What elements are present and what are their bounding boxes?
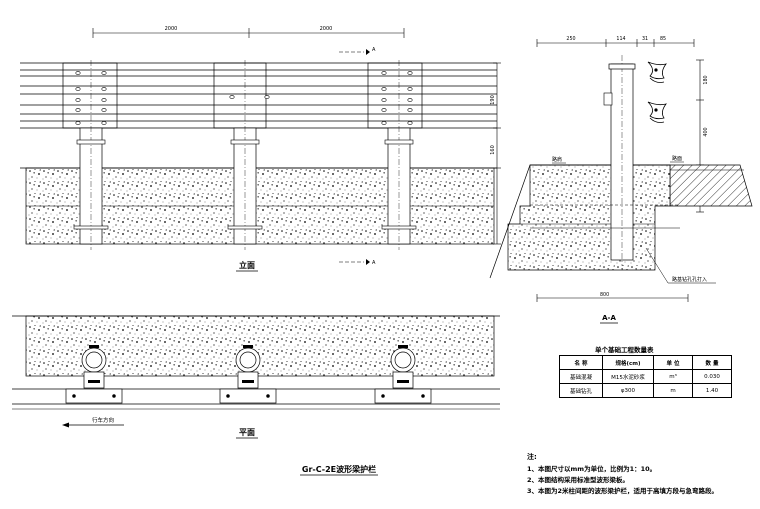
- section-dim-bottom: [536, 294, 689, 302]
- elevation-dim-top: [92, 28, 405, 38]
- plan-post-group-2: [219, 347, 277, 404]
- table-cell: φ300: [602, 383, 654, 398]
- guardrail-beam: [20, 62, 497, 129]
- post-centerlines: [90, 60, 400, 250]
- plan-title: 平面: [239, 428, 255, 437]
- section-dim-right-upper: 180: [703, 75, 709, 84]
- section-view: 250 114 31 85 180 400 1000: [489, 36, 753, 324]
- section-dim-1: 250: [566, 36, 575, 42]
- table-row: 基础混凝 M15水泥砂浆 m³ 0.030: [559, 369, 732, 384]
- table-cell: M15水泥砂浆: [602, 369, 654, 384]
- col-spec: 规格(cm): [602, 355, 654, 370]
- section-embankment: [669, 164, 753, 207]
- col-unit: 单 位: [653, 355, 693, 370]
- quantity-table: 名 称 规格(cm) 单 位 数 量 基础混凝 M15水泥砂浆 m³ 0.030…: [559, 355, 732, 398]
- quantity-table-title: 单个基础工程数量表: [595, 346, 654, 354]
- plan-view: 行车方向 平面: [12, 315, 500, 439]
- dim-span-right: 2000: [320, 26, 333, 32]
- section-dim-bottom-value: 800: [600, 292, 609, 298]
- table-row: 基础钻孔 φ300 m 1.40: [559, 383, 732, 398]
- svg-text:A: A: [372, 47, 376, 53]
- dim-span-left: 2000: [165, 26, 178, 32]
- section-slope-line: [489, 164, 531, 279]
- dim-rail: 190: [490, 95, 496, 105]
- section-mark-bottom: A: [339, 259, 376, 266]
- plan-post-group-3: [374, 347, 432, 404]
- section-foundation-concrete: [507, 164, 671, 271]
- section-dim-top: [536, 39, 695, 47]
- section-beam-profile: [647, 61, 667, 123]
- label-shoulder: 路肩: [552, 156, 562, 163]
- note-item: 1、本图尺寸以mm为单位，比例为1：10。: [527, 465, 657, 473]
- label-pile: 路基钻孔孔打入: [672, 276, 707, 283]
- plan-post-caps: [88, 345, 409, 383]
- note-item: 2、本图结构采用标准型波形梁板。: [527, 476, 630, 484]
- table-cell: m³: [653, 369, 693, 384]
- section-dim-right-mid: 400: [703, 127, 709, 136]
- section-title: A-A: [602, 314, 616, 322]
- main-title: Gr-C-2E波形梁护栏: [302, 464, 376, 474]
- table-cell: 基础钻孔: [559, 383, 603, 398]
- section-mark-top: A: [339, 47, 376, 55]
- quantity-table-header: 名 称 规格(cm) 单 位 数 量: [559, 355, 732, 370]
- table-cell: 0.030: [692, 369, 732, 384]
- label-roadbed: 路面: [672, 155, 682, 162]
- plan-post-group-1: [65, 347, 123, 404]
- note-item: 3、本图为2米柱间距的波形梁护栏，适用于高填方段与急弯路段。: [527, 487, 719, 495]
- col-name: 名 称: [559, 355, 603, 370]
- table-cell: 1.40: [692, 383, 732, 398]
- table-cell: 基础混凝: [559, 369, 603, 384]
- direction-arrow: [62, 422, 124, 428]
- section-dim-2: 114: [616, 36, 625, 42]
- elevation-title: 立面: [239, 260, 255, 270]
- elevation-view: 2000 2000 A: [20, 26, 501, 272]
- bolt-holes: [75, 71, 413, 125]
- direction-label: 行车方向: [92, 416, 114, 424]
- splice-plates: [62, 62, 423, 129]
- section-dim-3: 31: [642, 36, 648, 42]
- notes-block: 注: 1、本图尺寸以mm为单位，比例为1：10。 2、本图结构采用标准型波形梁板…: [527, 452, 755, 497]
- elevation-dim-right: [493, 62, 501, 245]
- col-qty: 数 量: [692, 355, 732, 370]
- table-cell: m: [653, 383, 693, 398]
- notes-heading: 注:: [527, 453, 537, 461]
- section-dim-4: 85: [660, 36, 666, 42]
- post-brackets: [73, 139, 417, 230]
- dim-post-mid: 160: [490, 145, 496, 155]
- svg-text:A: A: [372, 260, 376, 266]
